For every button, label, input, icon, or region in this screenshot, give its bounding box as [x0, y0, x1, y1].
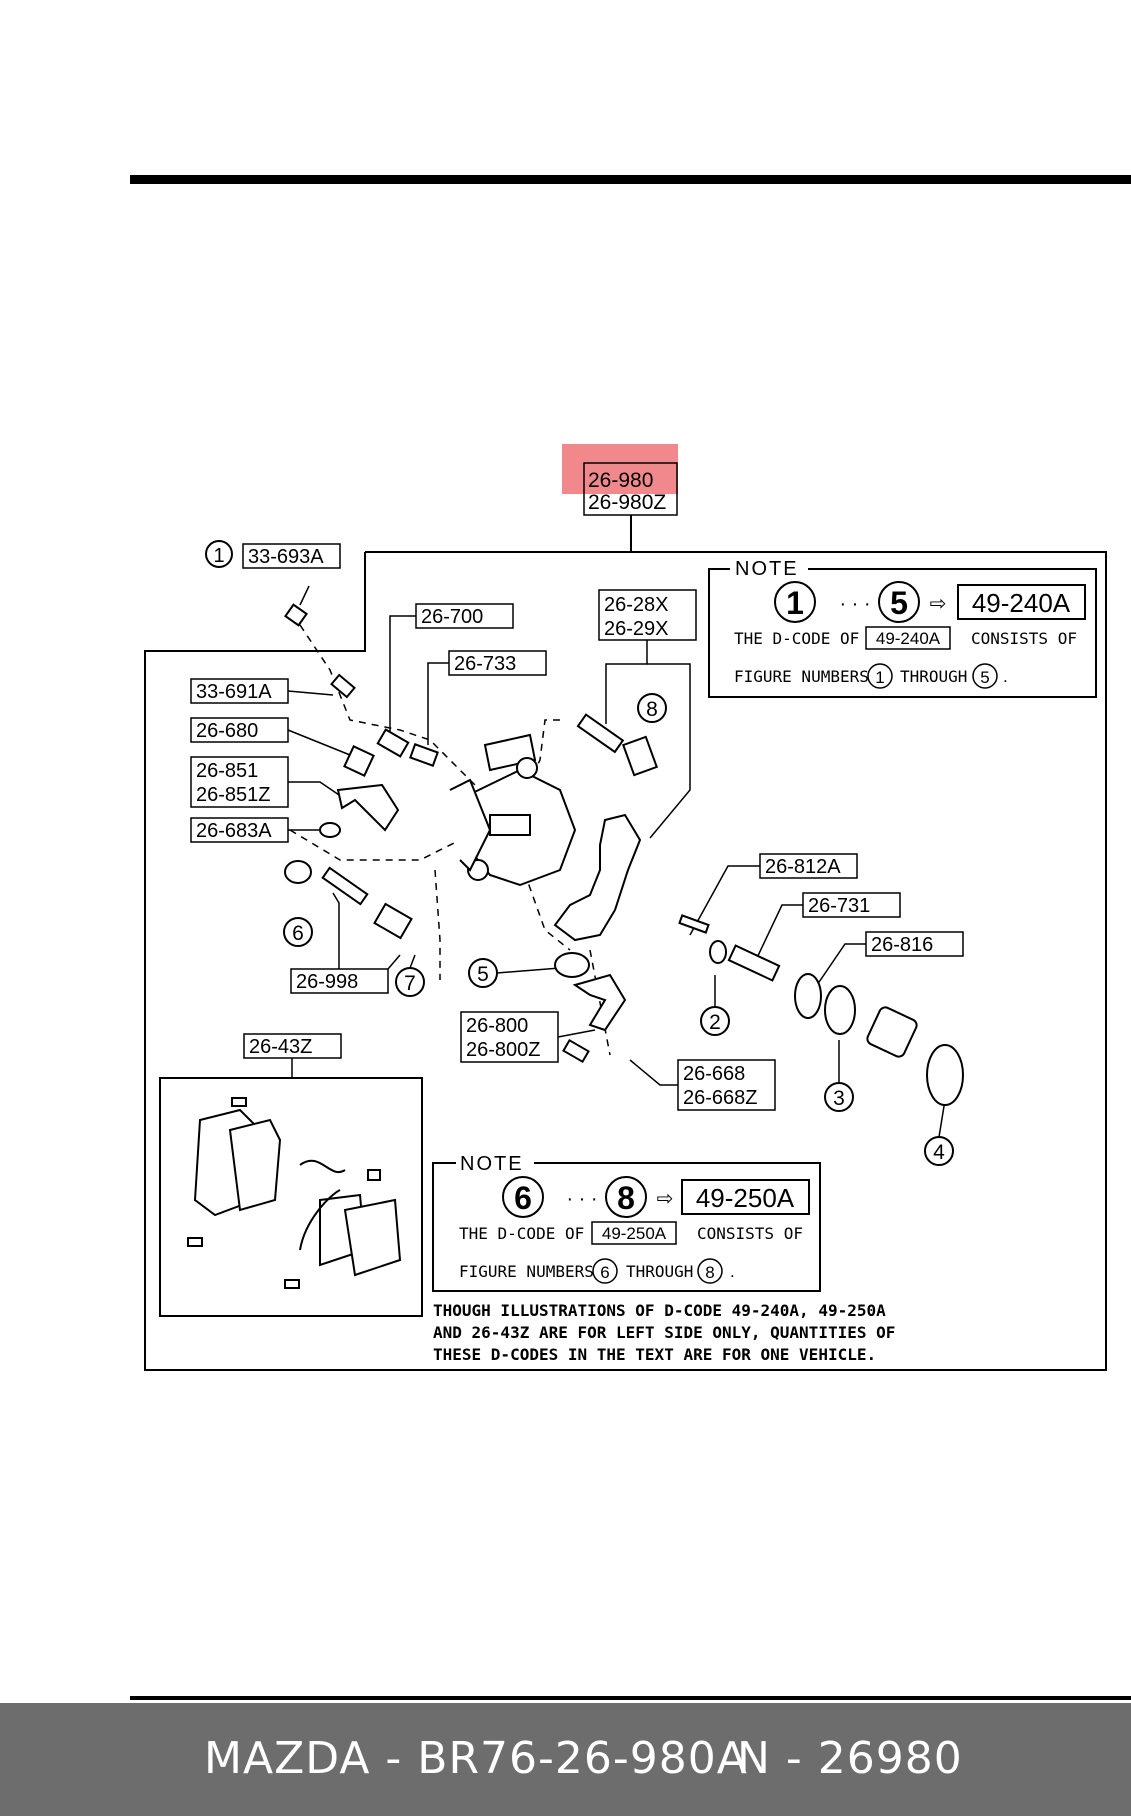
footer-bar — [0, 1703, 1131, 1816]
svg-text:26-998: 26-998 — [296, 971, 358, 993]
svg-text:2: 2 — [709, 1011, 721, 1034]
svg-text:1: 1 — [875, 668, 884, 687]
assembly-code-primary: 26-980 — [588, 469, 653, 492]
note1-range-end: 5 — [890, 585, 908, 621]
svg-text:26-683A: 26-683A — [196, 820, 272, 842]
part-label-26-43Z[interactable]: 26-43Z — [243, 1033, 342, 1059]
note2-range-end: 8 — [617, 1180, 635, 1216]
svg-text:26-800: 26-800 — [466, 1015, 528, 1037]
caliper-assembly-illustration — [284, 603, 964, 1106]
svg-text:26-668Z: 26-668Z — [683, 1087, 758, 1109]
svg-text:⇨: ⇨ — [657, 1188, 674, 1210]
svg-text:FIGURE NUMBERS: FIGURE NUMBERS — [459, 1262, 594, 1281]
svg-text:33-691A: 33-691A — [196, 681, 272, 703]
svg-text:26-700: 26-700 — [421, 606, 483, 628]
part-label-26-816[interactable]: 26-816 — [865, 931, 964, 957]
svg-text:49-240A: 49-240A — [876, 629, 941, 648]
svg-text:· · ·: · · · — [839, 593, 870, 615]
note2-dcode: 49-250A — [696, 1183, 795, 1213]
svg-text:26-43Z: 26-43Z — [249, 1036, 312, 1058]
svg-text:5: 5 — [980, 668, 989, 687]
part-label-26-683A[interactable]: 26-683A — [190, 817, 289, 843]
assembly-label[interactable]: 26-980 26-980Z — [583, 462, 678, 516]
figure-number-5: 5 — [468, 958, 498, 988]
svg-text:49-250A: 49-250A — [602, 1224, 667, 1243]
part-label-26-731[interactable]: 26-731 — [802, 892, 901, 918]
svg-text:8: 8 — [646, 698, 658, 721]
svg-text:.: . — [730, 1262, 735, 1281]
note1-dcode: 49-240A — [972, 588, 1071, 618]
svg-text:⇨: ⇨ — [930, 593, 947, 615]
svg-text:26-816: 26-816 — [871, 934, 933, 956]
assembly-code-alt: 26-980Z — [588, 491, 666, 514]
figure-number-6: 6 — [283, 917, 313, 947]
part-label-26-733[interactable]: 26-733 — [448, 650, 547, 676]
svg-text:THOUGH ILLUSTRATIONS OF D-CODE: THOUGH ILLUSTRATIONS OF D-CODE 49-240A, … — [433, 1301, 886, 1320]
part-label-26-28X[interactable]: 26-28X 26-29X — [598, 589, 697, 641]
svg-text:NOTE: NOTE — [460, 1153, 524, 1175]
part-label-26-700[interactable]: 26-700 — [415, 603, 514, 629]
svg-text:26-812A: 26-812A — [765, 856, 841, 878]
svg-text:26-668: 26-668 — [683, 1063, 745, 1085]
svg-text:33-693A: 33-693A — [248, 546, 324, 568]
leader-lines — [287, 585, 946, 1138]
part-label-26-668[interactable]: 26-668 26-668Z — [677, 1059, 776, 1111]
svg-text:THROUGH: THROUGH — [626, 1262, 693, 1281]
svg-text:7: 7 — [404, 972, 416, 995]
svg-text:THE D-CODE OF: THE D-CODE OF — [734, 629, 859, 648]
svg-text:THROUGH: THROUGH — [900, 667, 967, 686]
svg-text:CONSISTS OF: CONSISTS OF — [971, 629, 1077, 648]
part-label-26-800[interactable]: 26-800 26-800Z — [460, 1011, 559, 1063]
highlight-marker — [562, 444, 678, 494]
svg-text:CONSISTS OF: CONSISTS OF — [697, 1224, 803, 1243]
figure-number-3: 3 — [824, 1082, 854, 1112]
svg-text:26-28X: 26-28X — [604, 594, 669, 616]
svg-text:3: 3 — [833, 1087, 845, 1110]
svg-text:AND 26-43Z ARE FOR LEFT SIDE O: AND 26-43Z ARE FOR LEFT SIDE ONLY, QUANT… — [433, 1323, 895, 1342]
bottom-rule — [130, 1696, 1131, 1700]
part-label-33-693A[interactable]: 1 33-693A — [205, 540, 341, 569]
svg-text:1: 1 — [213, 545, 224, 567]
note1-range-start: 1 — [786, 585, 804, 621]
svg-text:· · ·: · · · — [566, 1188, 597, 1210]
svg-text:NOTE: NOTE — [735, 558, 799, 580]
svg-text:THE D-CODE OF: THE D-CODE OF — [459, 1224, 584, 1243]
svg-text:26-731: 26-731 — [808, 895, 870, 917]
svg-text:5: 5 — [477, 963, 489, 986]
svg-text:6: 6 — [600, 1263, 609, 1282]
svg-text:6: 6 — [292, 922, 304, 945]
footer-reference-number: N - 26980 — [737, 1733, 963, 1784]
figure-number-8: 8 — [637, 693, 667, 723]
svg-text:26-800Z: 26-800Z — [466, 1039, 541, 1061]
svg-text:4: 4 — [933, 1141, 945, 1164]
part-label-26-812A[interactable]: 26-812A — [759, 853, 858, 879]
note-box-1: NOTE 1 · · · 5 ⇨ 49-240A THE D-CODE OF 4… — [708, 558, 1097, 698]
part-label-26-680[interactable]: 26-680 — [190, 717, 289, 743]
part-label-26-998[interactable]: 26-998 — [290, 968, 389, 994]
top-rule — [130, 175, 1131, 184]
assembly-frame — [144, 551, 1107, 1371]
svg-text:.: . — [1003, 667, 1008, 686]
pad-kit-box — [159, 1077, 423, 1317]
svg-text:26-29X: 26-29X — [604, 618, 669, 640]
svg-text:THESE D-CODES IN THE TEXT ARE: THESE D-CODES IN THE TEXT ARE FOR ONE VE… — [433, 1345, 876, 1364]
part-label-26-851[interactable]: 26-851 26-851Z — [190, 756, 289, 808]
svg-text:8: 8 — [705, 1263, 714, 1282]
note2-range-start: 6 — [514, 1180, 532, 1216]
svg-text:FIGURE NUMBERS: FIGURE NUMBERS — [734, 667, 869, 686]
figure-number-7: 7 — [395, 967, 425, 997]
svg-text:26-851Z: 26-851Z — [196, 784, 271, 806]
svg-text:26-851: 26-851 — [196, 760, 258, 782]
part-label-33-691A[interactable]: 33-691A — [190, 678, 289, 704]
footer-part-number: MAZDA - BR76-26-980A — [204, 1733, 748, 1784]
svg-text:26-733: 26-733 — [454, 653, 516, 675]
svg-text:26-680: 26-680 — [196, 720, 258, 742]
figure-number-2: 2 — [700, 1006, 730, 1036]
figure-number-4: 4 — [924, 1136, 954, 1166]
note-box-2: NOTE 6 · · · 8 ⇨ 49-250A THE D-CODE OF 4… — [432, 1152, 821, 1292]
footnote: THOUGH ILLUSTRATIONS OF D-CODE 49-240A, … — [433, 1301, 895, 1364]
